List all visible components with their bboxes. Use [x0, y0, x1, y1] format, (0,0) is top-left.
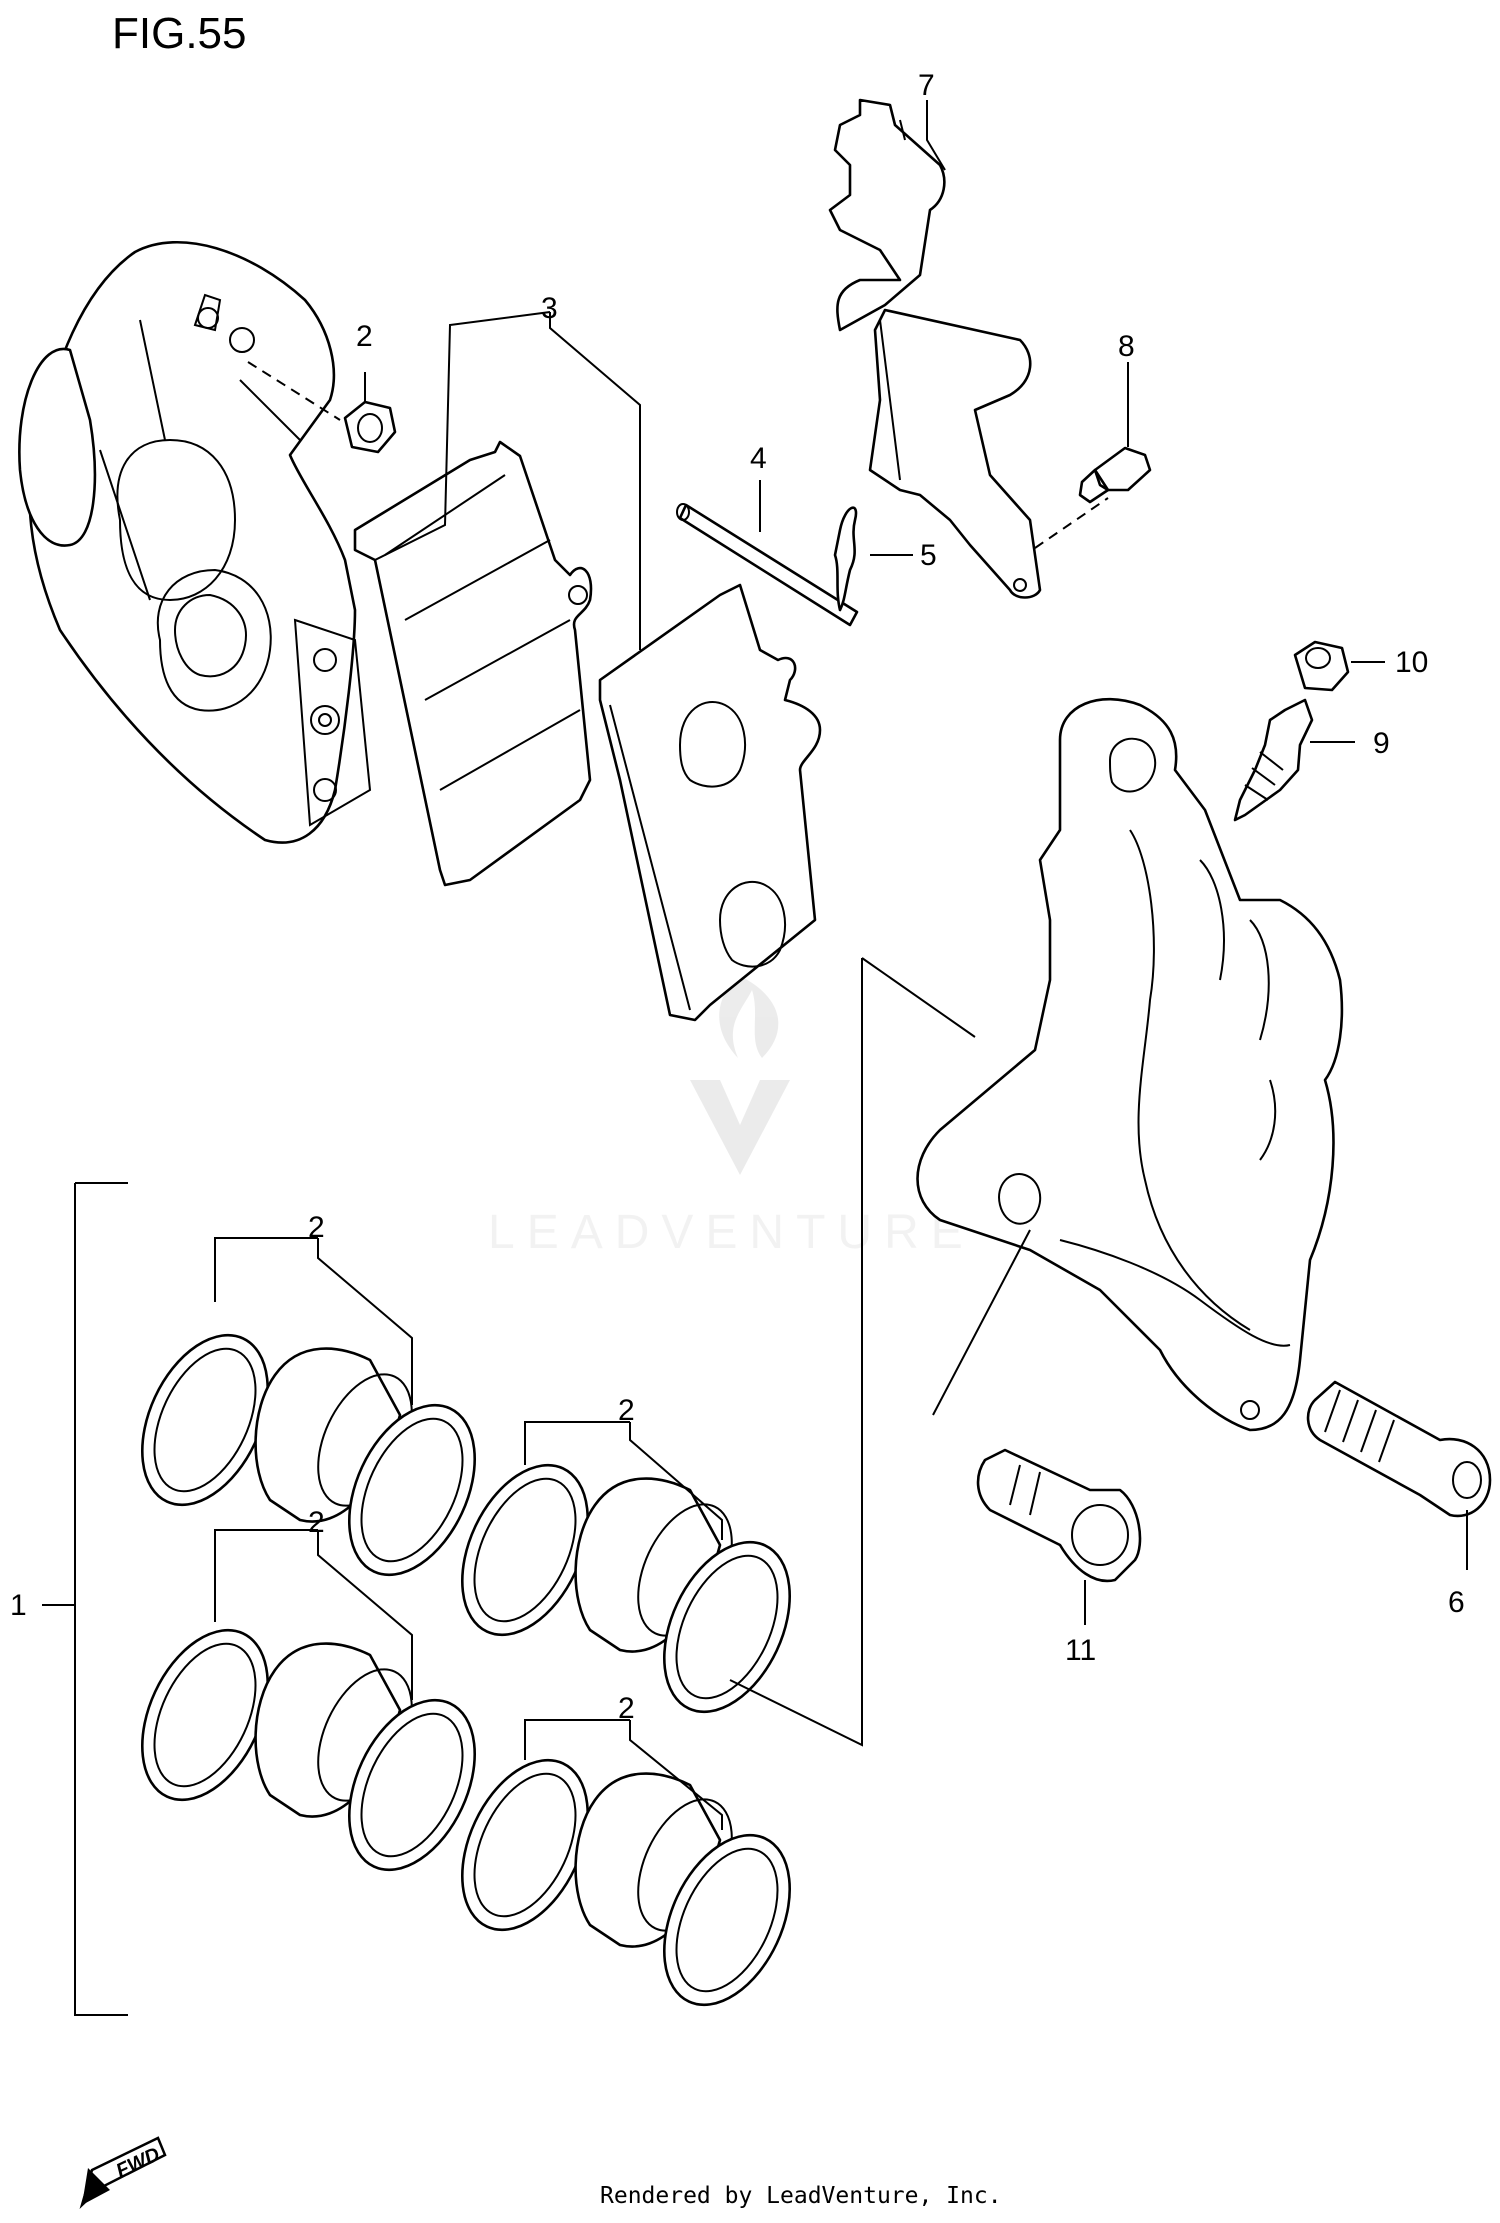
- seal-ring-part[interactable]: [324, 1385, 500, 1595]
- cover-screw-part[interactable]: [1078, 446, 1152, 504]
- bleeder-valve-part[interactable]: [1233, 698, 1314, 822]
- leader-lines: [42, 100, 1468, 2016]
- credit-line: Rendered by LeadVenture, Inc.: [600, 2183, 1002, 2209]
- callout-2: 2: [618, 1692, 635, 1725]
- mounting-bolt-part[interactable]: [1306, 1380, 1492, 1518]
- piston-seal-set[interactable]: [117, 1315, 815, 2025]
- pad-clip-part[interactable]: [833, 506, 858, 612]
- mounting-bolt-part[interactable]: [976, 1448, 1142, 1583]
- caliper-half-part[interactable]: [18, 240, 372, 844]
- watermark-text: LEADVENTURE: [488, 1206, 975, 1259]
- callout-2: 2: [356, 320, 373, 353]
- callout-8: 8: [1118, 330, 1135, 363]
- callout-7: 7: [918, 69, 935, 102]
- callout-10: 10: [1395, 646, 1428, 679]
- bleeder-cap-part[interactable]: [1293, 640, 1350, 692]
- callout-2: 2: [308, 1506, 325, 1539]
- callout-2: 2: [618, 1394, 635, 1427]
- callout-11: 11: [1065, 1634, 1096, 1667]
- callout-5: 5: [920, 539, 937, 572]
- callout-4: 4: [750, 442, 767, 475]
- watermark-logo: LEADVENTURE: [488, 975, 975, 1259]
- callout-9: 9: [1373, 727, 1390, 760]
- seal-ring-part[interactable]: [324, 1680, 500, 1890]
- seal-ring-part[interactable]: [639, 1522, 815, 1732]
- pad-pin-part[interactable]: [676, 503, 859, 627]
- brake-pad-part[interactable]: [598, 583, 822, 1022]
- callout-1: 1: [10, 1589, 27, 1622]
- pad-cover-part[interactable]: [828, 98, 1109, 599]
- callout-2: 2: [308, 1211, 325, 1244]
- forward-direction-badge: FWD: [79, 2136, 167, 2210]
- nut-part[interactable]: [343, 400, 397, 454]
- figure-title: FIG.55: [112, 9, 247, 58]
- brake-pad-part[interactable]: [353, 440, 593, 887]
- callout-3: 3: [541, 292, 558, 325]
- seal-ring-part[interactable]: [639, 1815, 815, 2025]
- callout-6: 6: [1448, 1586, 1465, 1619]
- caliper-body-part[interactable]: [916, 697, 1344, 1432]
- seal-ring-part[interactable]: [437, 1445, 613, 1655]
